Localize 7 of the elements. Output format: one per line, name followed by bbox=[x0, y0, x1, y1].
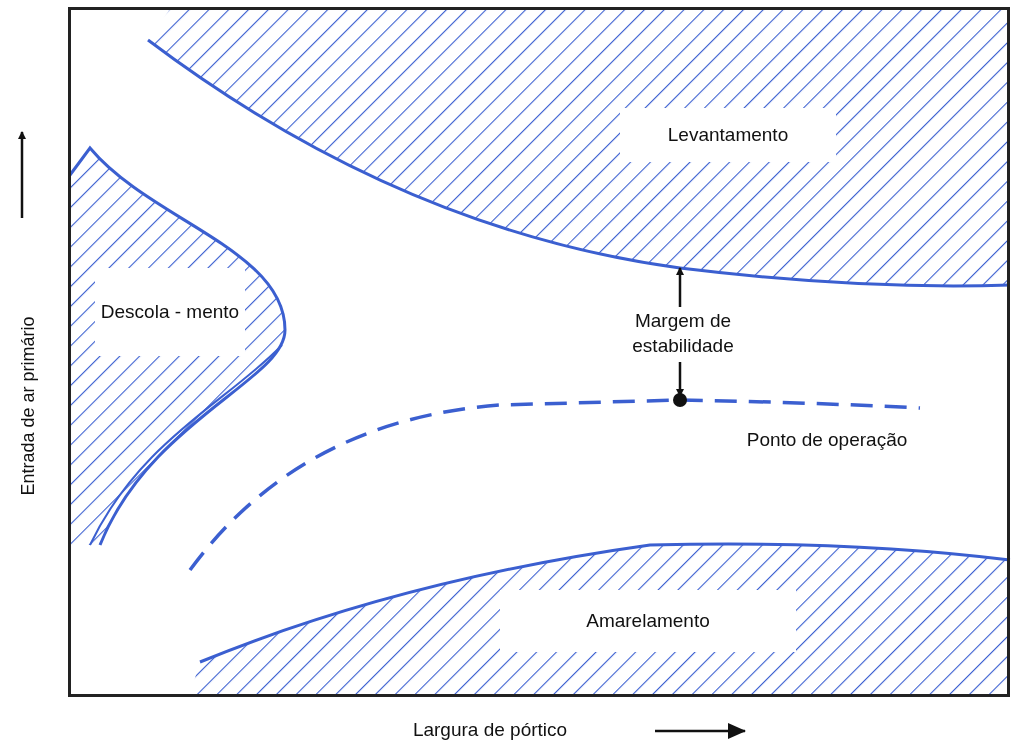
axis-title: Entrada de ar primário bbox=[17, 315, 39, 496]
region-label: Amarelamento bbox=[500, 590, 796, 652]
point-label: Ponto de operação bbox=[745, 428, 909, 452]
axis-title: Largura de pórtico bbox=[411, 718, 569, 742]
region-label: Levantamento bbox=[620, 108, 836, 162]
annotation-text: Margem de estabilidade bbox=[631, 309, 735, 358]
region-label: Descola - mento bbox=[95, 268, 245, 356]
